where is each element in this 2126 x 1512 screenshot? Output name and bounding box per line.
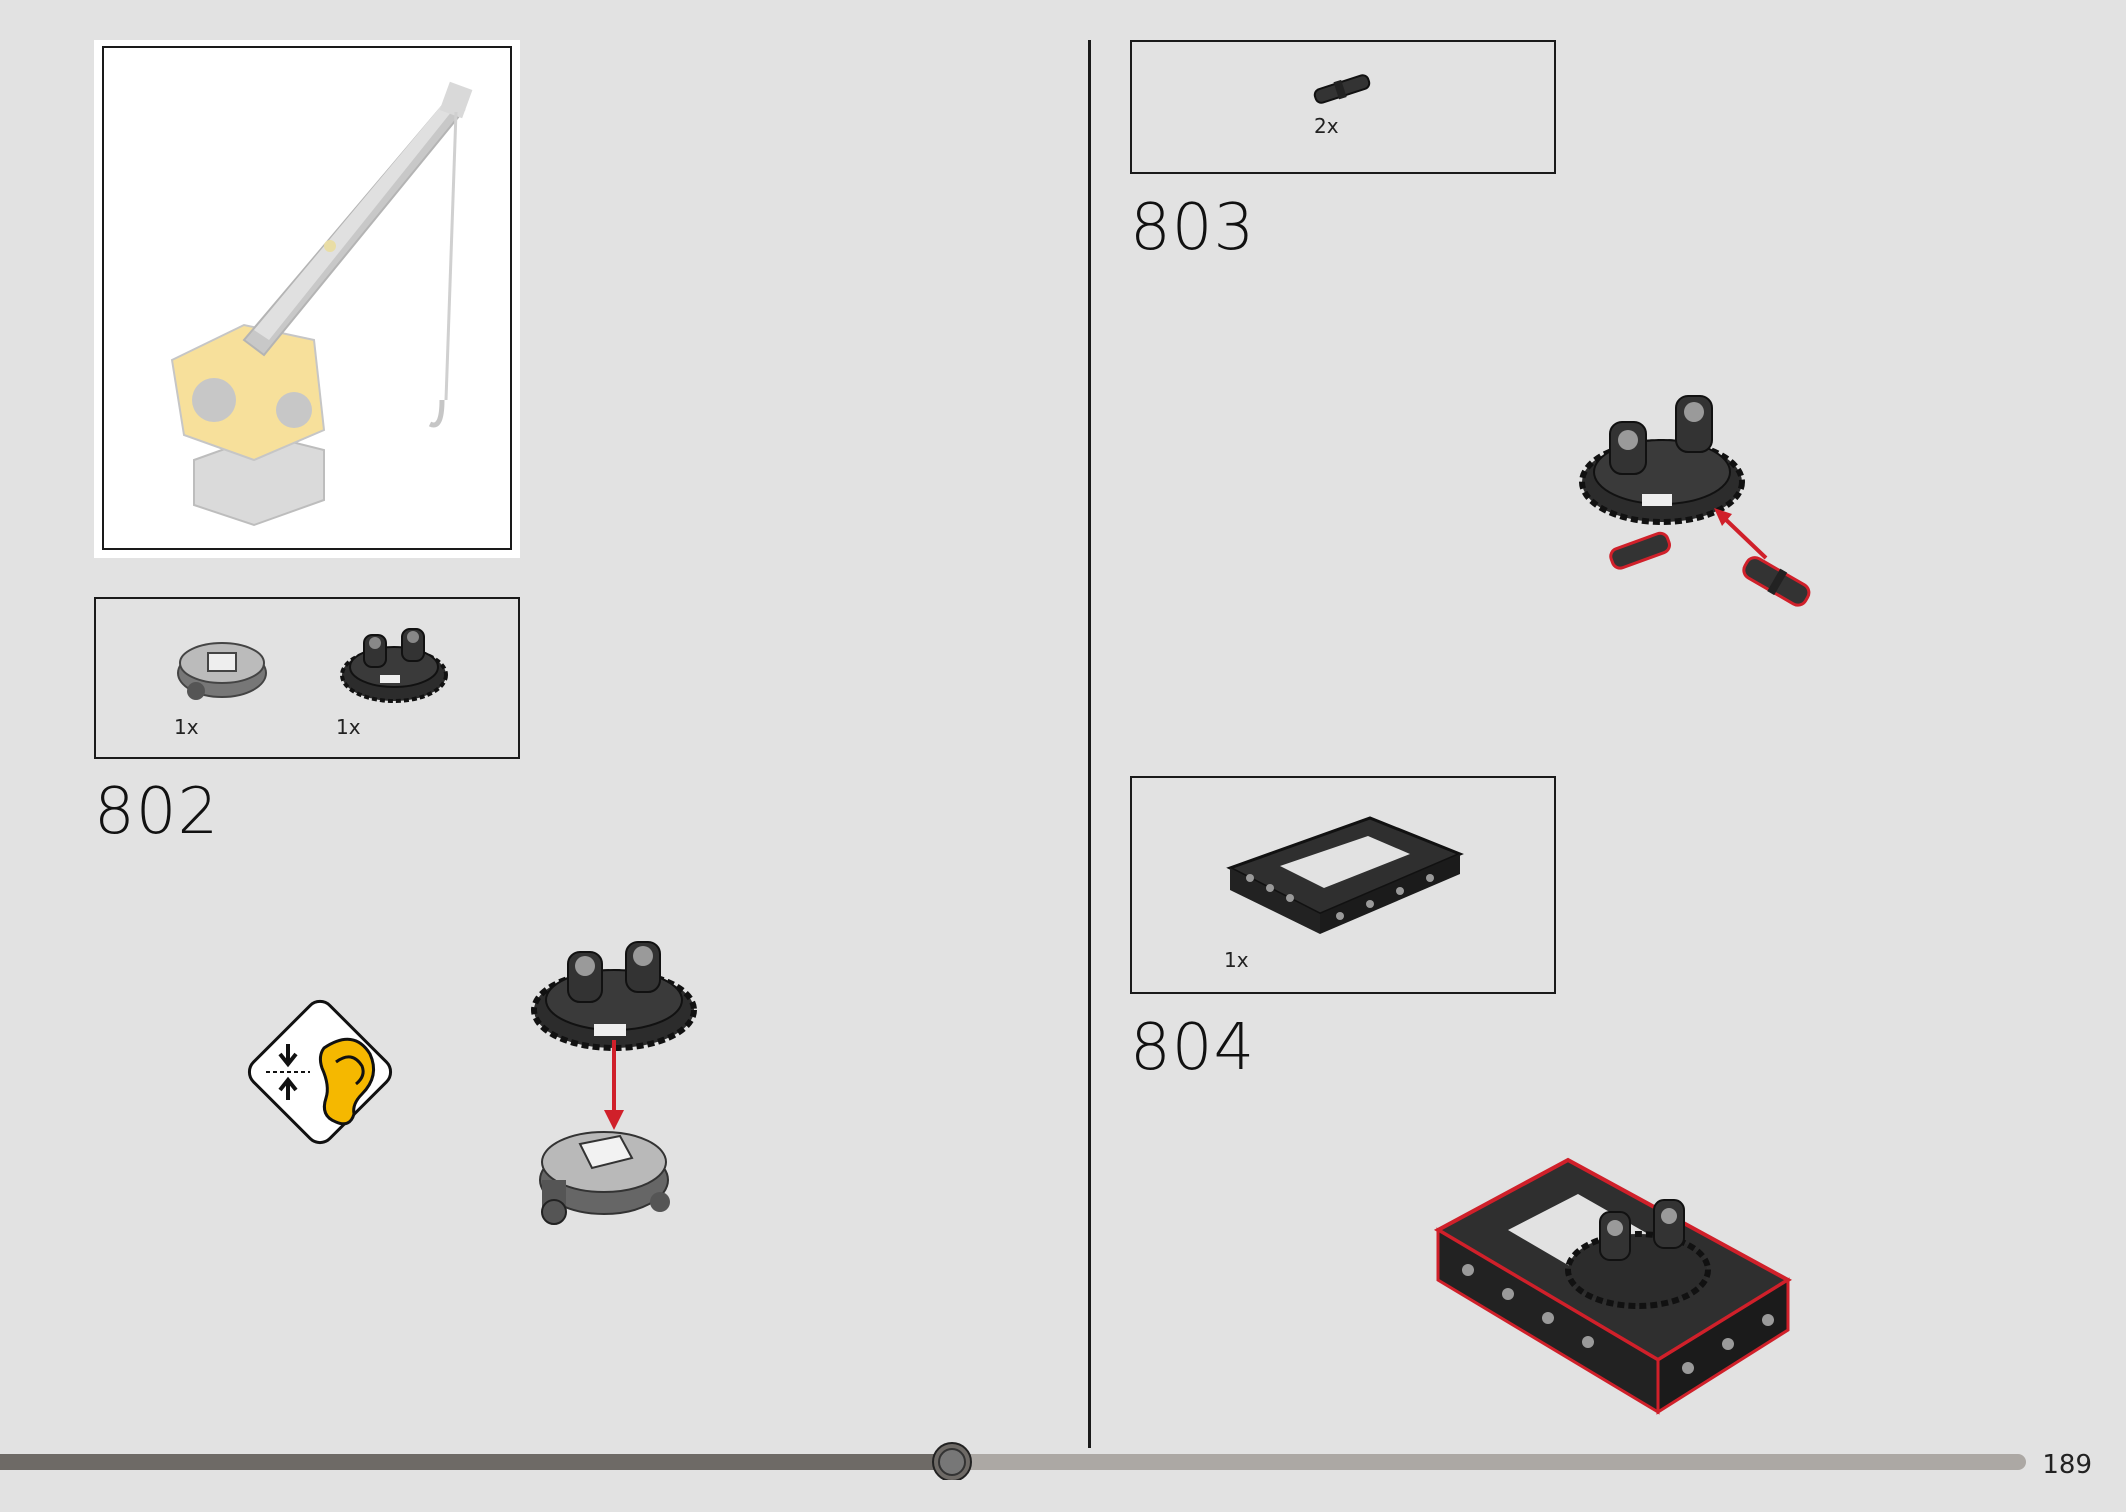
click-sound-icon xyxy=(247,999,393,1145)
submodel-preview xyxy=(94,40,520,558)
crane-model-illustration xyxy=(170,81,473,527)
page-divider xyxy=(1088,40,1091,1448)
part-qty-gear-turntable: 1x xyxy=(336,715,361,739)
part-qty-turntable-base: 1x xyxy=(174,715,199,739)
build-progress-bar xyxy=(0,1442,2026,1480)
step-804-assembly xyxy=(1433,1157,1792,1415)
step-802-assembly xyxy=(531,941,697,1225)
step-803-assembly xyxy=(1579,395,1811,607)
open-frame-part xyxy=(1226,816,1464,934)
parts-list-804: 1x xyxy=(1130,776,1556,994)
step-number-803: 803 xyxy=(1130,191,1256,265)
parts-list-803: 2x xyxy=(1130,40,1556,174)
axle-pin-part xyxy=(1313,74,1371,104)
gear-turntable-part xyxy=(340,628,448,703)
step-number-804: 804 xyxy=(1130,1011,1256,1085)
turntable-base-part xyxy=(177,642,267,700)
part-qty-open-frame: 1x xyxy=(1224,948,1249,972)
part-qty-axle-pin: 2x xyxy=(1314,114,1339,138)
page-number: 189 xyxy=(2042,1450,2092,1480)
step-number-802: 802 xyxy=(94,775,220,849)
parts-list-802: 1x 1x xyxy=(94,597,520,759)
